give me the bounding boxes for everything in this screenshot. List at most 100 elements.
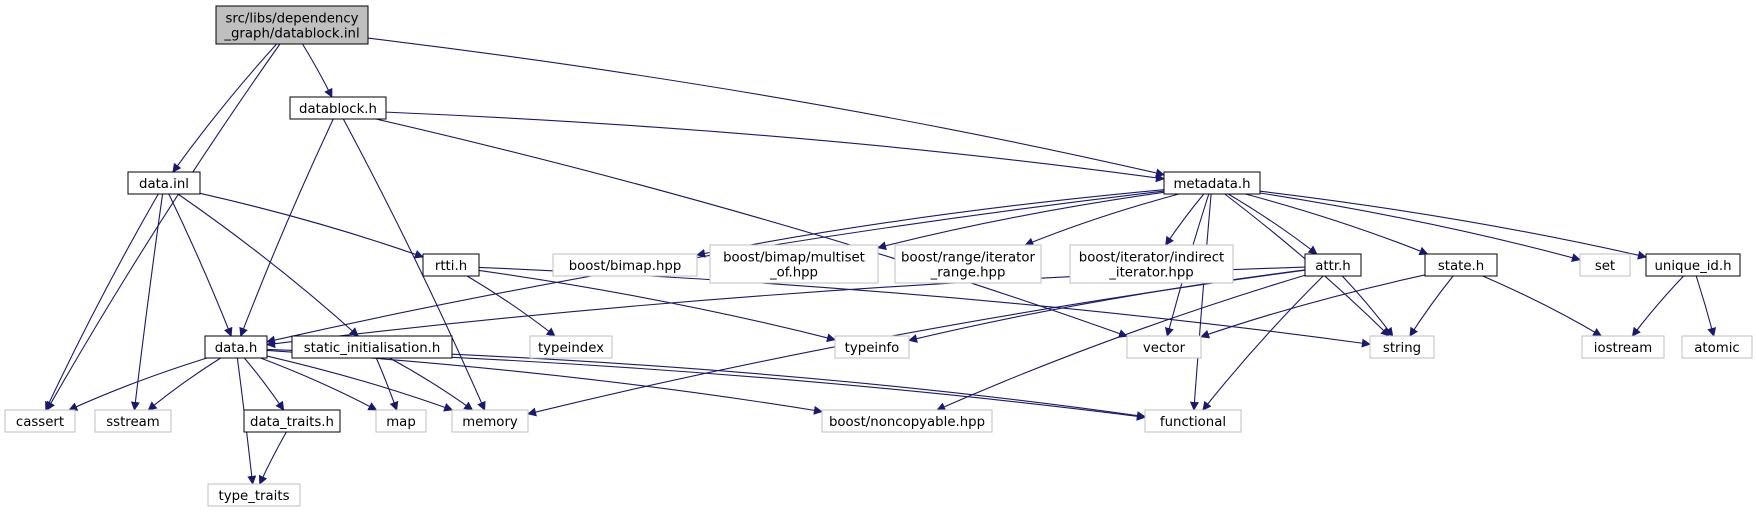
node-noncopyable-box bbox=[821, 409, 993, 433]
edge-rtti_h-to-typeinfo bbox=[478, 269, 836, 343]
node-state_h[interactable]: state.h bbox=[1424, 253, 1498, 277]
node-iter_range-label: boost/range/iterator bbox=[901, 251, 1036, 266]
node-rtti_h[interactable]: rtti.h bbox=[422, 253, 480, 277]
node-atomic-box bbox=[1681, 335, 1753, 359]
node-memory: memory bbox=[451, 409, 529, 433]
edge-unique_id_h-to-atomic bbox=[1695, 275, 1717, 337]
node-metadata_h-label: metadata.h bbox=[1173, 177, 1250, 192]
edge-attr_h-to-noncopyable bbox=[936, 274, 1306, 411]
node-cassert-box bbox=[4, 409, 76, 433]
node-data_inl-label: data.inl bbox=[139, 177, 189, 192]
edge-data_inl-to-rtti_h bbox=[199, 192, 424, 259]
node-static_init_h-label: static_initialisation.h bbox=[304, 341, 441, 356]
node-indirect_iter-label: _iterator.hpp bbox=[1108, 266, 1193, 281]
node-multiset-label: _of.hpp bbox=[769, 266, 818, 281]
node-attr_h-label: attr.h bbox=[1315, 259, 1350, 274]
edge-data_traits_h-to-type_traits bbox=[258, 431, 287, 485]
node-iostream-box bbox=[1581, 335, 1665, 359]
node-data_traits_h[interactable]: data_traits.h bbox=[243, 409, 341, 433]
edge-metadata_h-to-functional bbox=[1189, 193, 1212, 411]
node-typeinfo-box bbox=[834, 335, 910, 359]
node-data_h-box bbox=[204, 335, 268, 359]
node-vector: vector bbox=[1126, 335, 1202, 359]
node-unique_id_h[interactable]: unique_id.h bbox=[1645, 253, 1741, 277]
node-map: map bbox=[375, 409, 427, 433]
node-datablock_h[interactable]: datablock.h bbox=[289, 96, 387, 120]
edge-metadata_h-to-iter_range bbox=[1024, 193, 1180, 247]
edge-data_h-to-noncopyable bbox=[266, 349, 823, 415]
edge-root-to-metadata_h bbox=[367, 37, 1165, 178]
edge-data_h-to-map bbox=[260, 357, 378, 411]
node-memory-box bbox=[451, 409, 529, 433]
node-datablock_h-label: datablock.h bbox=[299, 102, 377, 117]
node-multiset-label: boost/bimap/multiset bbox=[723, 251, 865, 266]
node-bimap-label: boost/bimap.hpp bbox=[569, 259, 682, 274]
node-iostream: iostream bbox=[1581, 335, 1665, 359]
node-map-box bbox=[375, 409, 427, 433]
edge-data_inl-to-sstream bbox=[130, 193, 164, 411]
edge-state_h-to-string bbox=[1409, 275, 1454, 337]
node-set-label: set bbox=[1595, 259, 1615, 274]
edge-static_init_h-to-memory bbox=[389, 357, 474, 411]
node-multiset-box bbox=[709, 244, 879, 284]
node-metadata_h[interactable]: metadata.h bbox=[1163, 171, 1261, 195]
node-root-label: _graph/datablock.inl bbox=[223, 27, 359, 42]
node-static_init_h[interactable]: static_initialisation.h bbox=[291, 335, 453, 359]
node-attr_h[interactable]: attr.h bbox=[1304, 253, 1362, 277]
node-set: set bbox=[1579, 253, 1631, 277]
node-typeinfo-label: typeinfo bbox=[845, 341, 900, 356]
node-bimap-box bbox=[552, 253, 698, 277]
edge-metadata_h-to-attr_h bbox=[1227, 193, 1318, 255]
edge-datablock_h-to-data_h bbox=[239, 118, 334, 337]
node-iter_range: boost/range/iterator_range.hpp bbox=[894, 244, 1042, 284]
node-vector-box bbox=[1126, 335, 1202, 359]
edge-attr_h-to-memory bbox=[527, 269, 1306, 417]
edge-data_h-to-cassert bbox=[68, 357, 208, 411]
node-root[interactable]: src/libs/dependency_graph/datablock.inl bbox=[215, 5, 369, 45]
node-multiset: boost/bimap/multiset_of.hpp bbox=[709, 244, 879, 284]
node-iostream-label: iostream bbox=[1594, 341, 1652, 356]
node-set-box bbox=[1579, 253, 1631, 277]
node-atomic: atomic bbox=[1681, 335, 1753, 359]
node-data_traits_h-label: data_traits.h bbox=[250, 415, 334, 430]
edge-static_init_h-to-map bbox=[375, 357, 399, 411]
node-data_inl[interactable]: data.inl bbox=[127, 171, 201, 195]
node-data_inl-box bbox=[127, 171, 201, 195]
node-data_traits_h-box bbox=[243, 409, 341, 433]
edge-metadata_h-to-unique_id_h bbox=[1259, 190, 1647, 260]
node-unique_id_h-label: unique_id.h bbox=[1654, 259, 1731, 274]
node-typeindex-box bbox=[529, 335, 613, 359]
nodes-layer: src/libs/dependency_graph/datablock.inld… bbox=[4, 5, 1753, 507]
edge-state_h-to-vector bbox=[1200, 274, 1426, 339]
edge-attr_h-to-string bbox=[1341, 275, 1394, 337]
edge-metadata_h-to-bimap bbox=[696, 189, 1165, 258]
node-noncopyable: boost/noncopyable.hpp bbox=[821, 409, 993, 433]
node-unique_id_h-box bbox=[1645, 253, 1741, 277]
edge-datablock_h-to-memory bbox=[342, 118, 486, 411]
node-indirect_iter-box bbox=[1069, 244, 1234, 284]
edge-data_h-to-memory bbox=[266, 355, 454, 412]
node-bimap: boost/bimap.hpp bbox=[552, 253, 698, 277]
edges-layer bbox=[45, 37, 1717, 485]
edge-state_h-to-iostream bbox=[1482, 275, 1603, 337]
node-map-label: map bbox=[386, 415, 416, 430]
edge-data_h-to-data_traits_h bbox=[243, 357, 285, 411]
node-atomic-label: atomic bbox=[1694, 341, 1739, 356]
edge-data_inl-to-data_h bbox=[168, 193, 233, 337]
edge-datablock_h-to-metadata_h bbox=[385, 111, 1165, 183]
node-string-label: string bbox=[1383, 341, 1421, 356]
node-functional: functional bbox=[1144, 409, 1242, 433]
edge-root-to-datablock_h bbox=[302, 43, 333, 98]
edge-rtti_h-to-typeindex bbox=[466, 275, 556, 337]
node-memory-label: memory bbox=[462, 415, 518, 430]
node-data_h[interactable]: data.h bbox=[204, 335, 268, 359]
node-sstream-label: sstream bbox=[106, 415, 160, 430]
node-functional-box bbox=[1144, 409, 1242, 433]
edge-data_h-to-functional bbox=[266, 348, 1146, 421]
edge-data_inl-to-static_init_h bbox=[177, 193, 359, 337]
node-state_h-box bbox=[1424, 253, 1498, 277]
node-typeindex: typeindex bbox=[529, 335, 613, 359]
node-rtti_h-box bbox=[422, 253, 480, 277]
node-root-box bbox=[215, 5, 369, 45]
